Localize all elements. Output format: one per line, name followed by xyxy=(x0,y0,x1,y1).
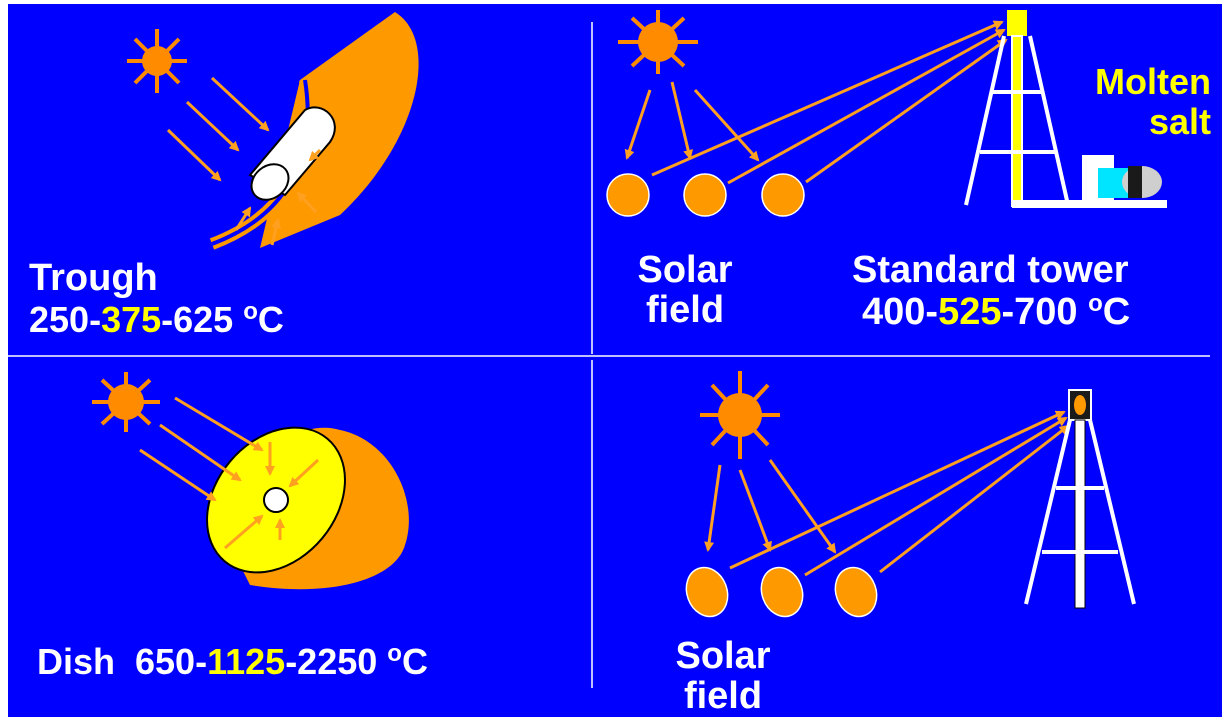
trough-temp-low: 250- xyxy=(29,299,102,340)
trough-unit: C xyxy=(257,299,284,340)
sun-icon xyxy=(127,29,187,93)
dish-name: Dish xyxy=(37,641,136,682)
dish-unit: C xyxy=(401,641,428,682)
tower-temperature: 400-525-700 oC xyxy=(862,290,1131,337)
tower2-rays-down xyxy=(704,459,837,554)
tower2-rays-up xyxy=(729,410,1070,577)
dish-temp-mid: 1125 xyxy=(207,641,286,682)
storage-tank-icon xyxy=(1082,155,1162,203)
sun-icon xyxy=(700,371,780,459)
trough-temp-high: -625 xyxy=(161,299,244,340)
sun-icon xyxy=(92,372,160,432)
dish-label: Dish 650-1125-2250 oC xyxy=(37,640,428,687)
dish-temp-high: -2250 xyxy=(285,641,388,682)
molten-salt-label-1: Molten xyxy=(1095,61,1211,102)
dish-temp-low: 650- xyxy=(135,641,208,682)
tower-unit: C xyxy=(1102,291,1131,333)
tower-temp-high: -700 xyxy=(1001,291,1089,333)
tower-field-label: Solar field xyxy=(620,250,750,330)
tower-field-label-1: Solar xyxy=(637,249,733,291)
molten-salt-label-2: salt xyxy=(1148,101,1211,142)
tower2-field-label: Solar field xyxy=(658,636,788,716)
tower-field-label-2: field xyxy=(645,289,725,331)
dish-rays xyxy=(139,396,320,550)
receiver-tube-icon xyxy=(248,106,336,201)
sun-icon xyxy=(618,10,698,74)
heliostat-icon xyxy=(685,566,878,618)
trough-temp-mid: 375 xyxy=(101,299,162,340)
molten-salt-label: Molten salt xyxy=(1085,62,1211,142)
tower2-field-label-2: field xyxy=(683,675,763,717)
tower-rays-down xyxy=(624,81,760,162)
tower-temp-mid: 525 xyxy=(938,291,1002,333)
heliostat-icon xyxy=(606,173,805,217)
tower-icon xyxy=(964,10,1167,208)
tower2-field-label-1: Solar xyxy=(675,635,771,677)
trough-temperature: 250-375-625 oC xyxy=(29,298,284,345)
trough-unit-sup: o xyxy=(243,298,258,325)
tower-rays-up xyxy=(651,20,1008,185)
tower-unit-sup: o xyxy=(1088,290,1103,317)
trough-name: Trough xyxy=(29,257,158,299)
tower-name: Standard tower xyxy=(852,249,1129,291)
dish-unit-sup: o xyxy=(387,640,402,667)
trough-rays xyxy=(166,76,322,246)
tower-icon xyxy=(1024,389,1136,609)
tower-temp-low: 400- xyxy=(862,291,939,333)
